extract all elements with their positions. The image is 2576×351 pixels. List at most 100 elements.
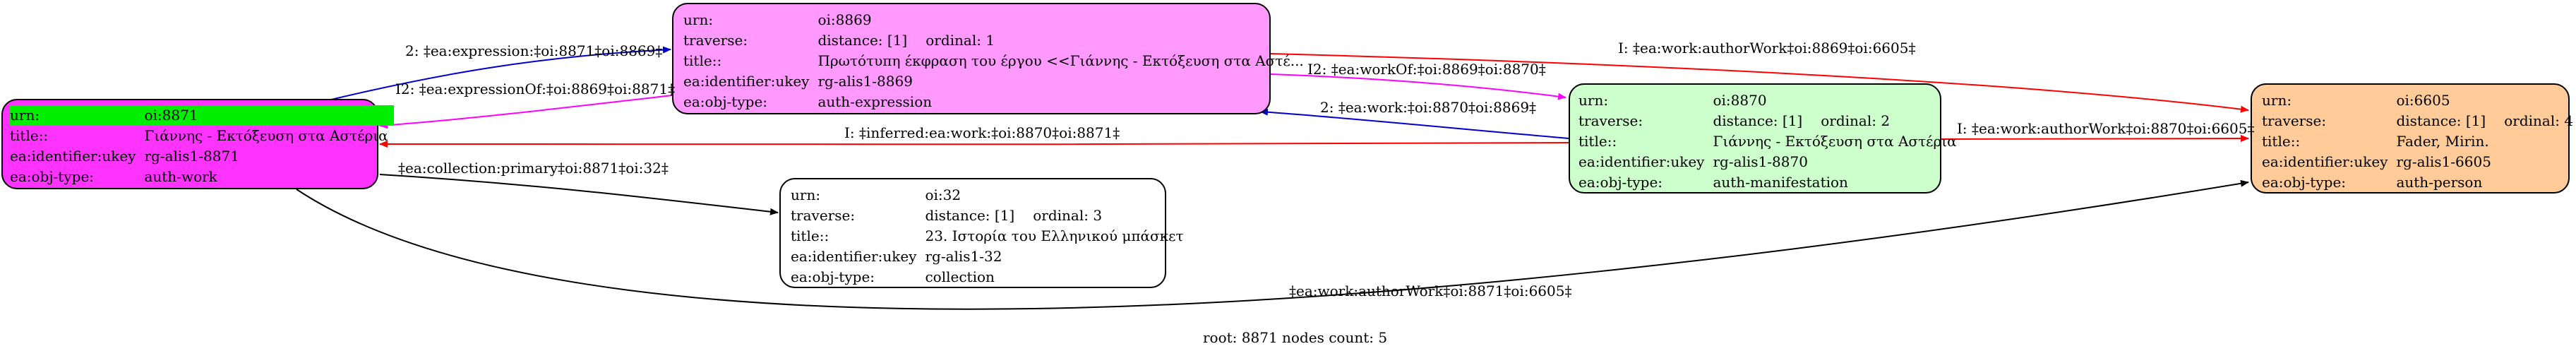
row-value: oi:8870 xyxy=(1713,92,1767,109)
row-key: ea:identifier:ukey xyxy=(1578,153,1705,170)
edge-workof-line xyxy=(1270,73,1566,100)
edge-label-work: 2: ‡ea:work:‡oi:8870‡oi:8869‡ xyxy=(1320,99,1537,116)
traverse-ordinal: ordinal: 2 xyxy=(1821,112,1891,129)
row-value: auth-work xyxy=(144,168,217,185)
edge-collection-line xyxy=(379,174,779,215)
row-key: urn: xyxy=(1578,92,1609,109)
graph-footer-label: root: 8871 nodes count: 5 xyxy=(1203,329,1388,346)
traverse-distance: distance: [1] xyxy=(817,32,908,49)
node-row-traverse: traverse: distance: [1] ordinal: 4 xyxy=(2262,111,2576,131)
row-value: rg-alis1-32 xyxy=(925,248,1002,265)
row-value: oi:8871 xyxy=(144,105,394,126)
node-6605-table: urn: oi:6605 traverse: distance: [1] ordina… xyxy=(2262,90,2576,193)
row-value: auth-expression xyxy=(817,93,933,110)
edge-label-8870-authorwork: I: ‡ea:work:authorWork‡oi:8870‡oi:6605‡ xyxy=(1957,120,2255,137)
row-key: traverse: xyxy=(2262,112,2327,129)
edge-label-inferred: I: ‡inferred:ea:work:‡oi:8870‡oi:8871‡ xyxy=(844,124,1120,141)
edge-inferred-line xyxy=(379,141,1569,148)
row-key: title:: xyxy=(1578,133,1617,150)
row-key: urn: xyxy=(2262,92,2292,109)
edge-label-expressionof: I2: ‡ea:expressionOf:‡oi:8869‡oi:8871‡ xyxy=(395,81,676,97)
node-row-objtype: ea:obj-type: auth-work xyxy=(10,167,394,187)
row-key: ea:obj-type: xyxy=(683,93,768,110)
row-key: urn: xyxy=(10,105,145,126)
edge-label-workof: I2: ‡ea:workOf:‡oi:8869‡oi:8870‡ xyxy=(1307,61,1546,78)
row-key: urn: xyxy=(683,11,714,28)
row-value: rg-alis1-8870 xyxy=(1713,153,1808,170)
node-row-objtype: ea:obj-type: auth-expression xyxy=(683,92,1310,112)
row-key: ea:obj-type: xyxy=(791,268,875,285)
row-key: ea:obj-type: xyxy=(10,168,95,185)
node-row-title: title::Γιάννης - Εκτόξευση στα Αστέρια xyxy=(1578,131,1963,152)
edge-8870-authorwork-line xyxy=(1941,135,2249,143)
node-row-identifier: ea:identifier:ukey rg-alis1-8871 xyxy=(10,146,394,167)
row-value: oi:8869 xyxy=(817,11,872,28)
row-value: oi:6605 xyxy=(2396,92,2450,109)
row-value: distance: [1] ordinal: 4 xyxy=(2396,111,2576,131)
node-8871-table: urn:oi:8871 title::Γιάννης - Εκτόξευση σ… xyxy=(10,105,394,187)
traverse-ordinal: ordinal: 1 xyxy=(925,32,995,49)
node-row-traverse: traverse: distance: [1] ordinal: 3 xyxy=(791,206,1190,226)
node-row-title: title::23. Ιστορία του Ελληνικού μπάσκετ xyxy=(791,226,1190,246)
traverse-ordinal: ordinal: 4 xyxy=(2504,112,2574,129)
row-key: traverse: xyxy=(683,32,748,49)
node-row-title: title::Πρωτότυπη έκφραση του έργου <<Γιά… xyxy=(683,51,1310,71)
row-value: distance: [1] ordinal: 1 xyxy=(817,30,1309,51)
traverse-distance: distance: [1] xyxy=(925,207,1015,224)
node-row-identifier: ea:identifier:ukey rg-alis1-32 xyxy=(791,246,1190,267)
node-32[interactable]: urn: oi:32 traverse: distance: [1] ordinal:… xyxy=(779,178,1184,288)
row-value: auth-manifestation xyxy=(1713,174,1848,191)
traverse-ordinal: ordinal: 3 xyxy=(1033,207,1103,224)
row-value: 23. Ιστορία του Ελληνικού μπάσκετ xyxy=(925,227,1184,244)
row-value: distance: [1] ordinal: 3 xyxy=(925,206,1189,226)
row-value: rg-alis1-8869 xyxy=(817,73,913,90)
node-row-urn: urn:oi:8871 xyxy=(10,105,394,126)
edge-expression-line xyxy=(328,46,671,101)
row-key: traverse: xyxy=(1578,112,1643,129)
node-8869[interactable]: urn: oi:8869 traverse: distance: [1] ordina… xyxy=(672,3,1304,114)
node-row-urn: urn: oi:6605 xyxy=(2262,90,2576,111)
edge-label-8871-authorwork: ‡ea:work:authorWork‡oi:8871‡oi:6605‡ xyxy=(1289,282,1572,299)
row-value: Fader, Mirin. xyxy=(2396,133,2489,150)
edge-label-expression: 2: ‡ea:expression:‡oi:8871‡oi:8869‡ xyxy=(405,42,663,59)
edge-work-line xyxy=(1259,108,1569,139)
row-key: ea:identifier:ukey xyxy=(10,148,136,165)
node-row-title: title::Fader, Mirin. xyxy=(2262,131,2576,152)
row-value: oi:32 xyxy=(925,186,961,203)
edge-8869-authorwork-line xyxy=(1270,53,2249,113)
row-key: urn: xyxy=(791,186,821,203)
node-8871[interactable]: urn:oi:8871 title::Γιάννης - Εκτόξευση σ… xyxy=(1,99,394,189)
row-value: rg-alis1-6605 xyxy=(2396,153,2491,170)
node-8870-table: urn: oi:8870 traverse: distance: [1] ordina… xyxy=(1578,90,1963,193)
node-row-identifier: ea:identifier:ukey rg-alis1-8869 xyxy=(683,71,1310,92)
row-value: Γιάννης - Εκτόξευση στα Αστέρια xyxy=(1713,133,1957,150)
row-key: title:: xyxy=(2262,133,2301,150)
traverse-distance: distance: [1] xyxy=(1713,112,1803,129)
row-key: title:: xyxy=(683,52,722,69)
row-value: auth-person xyxy=(2396,174,2483,191)
row-key: ea:obj-type: xyxy=(1578,174,1663,191)
row-key: title:: xyxy=(10,127,49,144)
node-row-objtype: ea:obj-type: auth-manifestation xyxy=(1578,172,1963,193)
row-value: Πρωτότυπη έκφραση του έργου <<Γιάννης - … xyxy=(817,52,1304,69)
node-row-traverse: traverse: distance: [1] ordinal: 2 xyxy=(1578,111,1963,131)
row-value: collection xyxy=(925,268,995,285)
row-key: traverse: xyxy=(791,207,856,224)
node-6605[interactable]: urn: oi:6605 traverse: distance: [1] ordina… xyxy=(2251,83,2573,194)
node-row-objtype: ea:obj-type: collection xyxy=(791,267,1190,287)
row-value: rg-alis1-8871 xyxy=(144,148,239,165)
node-row-urn: urn: oi:8870 xyxy=(1578,90,1963,111)
row-value: distance: [1] ordinal: 2 xyxy=(1713,111,1962,131)
traverse-distance: distance: [1] xyxy=(2396,112,2486,129)
node-8870[interactable]: urn: oi:8870 traverse: distance: [1] ordina… xyxy=(1569,83,1957,194)
row-key: ea:identifier:ukey xyxy=(683,73,810,90)
edge-expressionof-line xyxy=(379,95,673,129)
node-32-table: urn: oi:32 traverse: distance: [1] ordinal:… xyxy=(791,185,1190,287)
node-row-traverse: traverse: distance: [1] ordinal: 1 xyxy=(683,30,1310,51)
row-key: ea:obj-type: xyxy=(2262,174,2347,191)
node-row-identifier: ea:identifier:ukey rg-alis1-8870 xyxy=(1578,152,1963,172)
node-row-objtype: ea:obj-type: auth-person xyxy=(2262,172,2576,193)
row-key: ea:identifier:ukey xyxy=(791,248,917,265)
row-key: title:: xyxy=(791,227,829,244)
